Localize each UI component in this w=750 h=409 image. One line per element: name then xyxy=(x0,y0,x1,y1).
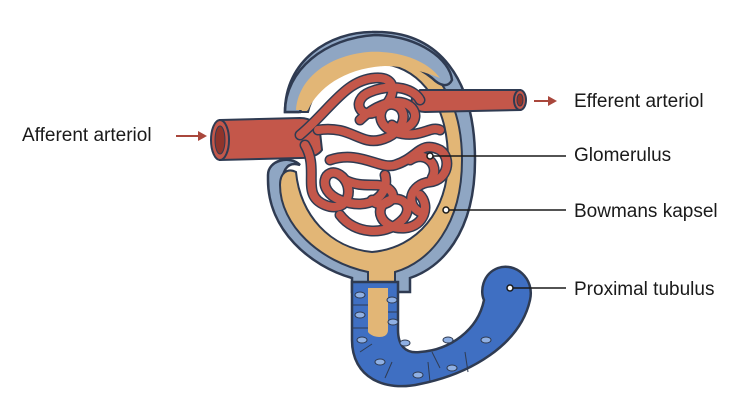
label-bowmans-capsule: Bowmans kapsel xyxy=(574,201,718,222)
glomerulus-capillaries xyxy=(294,72,453,237)
glomerulus-leader-dot xyxy=(426,152,434,160)
proximal-leader-dot xyxy=(506,284,514,292)
bowmans-capsule xyxy=(266,30,477,301)
efferent-vessel-body xyxy=(410,89,521,114)
label-efferent-arteriole: Efferent arteriol xyxy=(574,91,704,112)
efferent-arteriole xyxy=(410,89,527,114)
label-proximal-tubule: Proximal tubulus xyxy=(574,279,715,300)
afferent-vessel-body xyxy=(219,116,324,162)
arrow-head-icon xyxy=(198,131,207,141)
tubule-cell-borders xyxy=(352,304,469,383)
tubule-cell xyxy=(412,371,424,379)
tubule-cell xyxy=(354,291,366,299)
efferent-vessel-lumen xyxy=(516,93,524,107)
label-afferent-arteriole: Afferent arteriol xyxy=(22,125,152,146)
bowman-leader-dot xyxy=(442,206,450,214)
capsule-upper-lobe-inner xyxy=(296,51,440,110)
efferent-flow-arrow xyxy=(534,96,557,106)
proximal-tubule xyxy=(350,265,533,388)
tubule-cells xyxy=(354,291,492,379)
tubule-cell xyxy=(354,311,366,319)
tubule-cell xyxy=(446,364,458,372)
label-glomerulus: Glomerulus xyxy=(574,145,672,166)
tubule-cell xyxy=(374,358,386,366)
tubule-cell xyxy=(399,339,411,347)
leader-lines xyxy=(426,152,566,292)
tubule-cell xyxy=(386,296,398,304)
afferent-flow-arrow xyxy=(176,131,207,141)
afferent-arteriole xyxy=(210,116,324,162)
afferent-vessel-lumen xyxy=(214,125,226,155)
tubule-outer xyxy=(350,265,533,388)
tubule-cell xyxy=(480,336,492,344)
tubule-cell xyxy=(442,336,454,344)
tubule-cell xyxy=(387,318,399,326)
tubule-cell xyxy=(356,336,368,344)
arrow-head-icon xyxy=(548,96,557,106)
tubule-lumen-fill xyxy=(368,288,388,337)
